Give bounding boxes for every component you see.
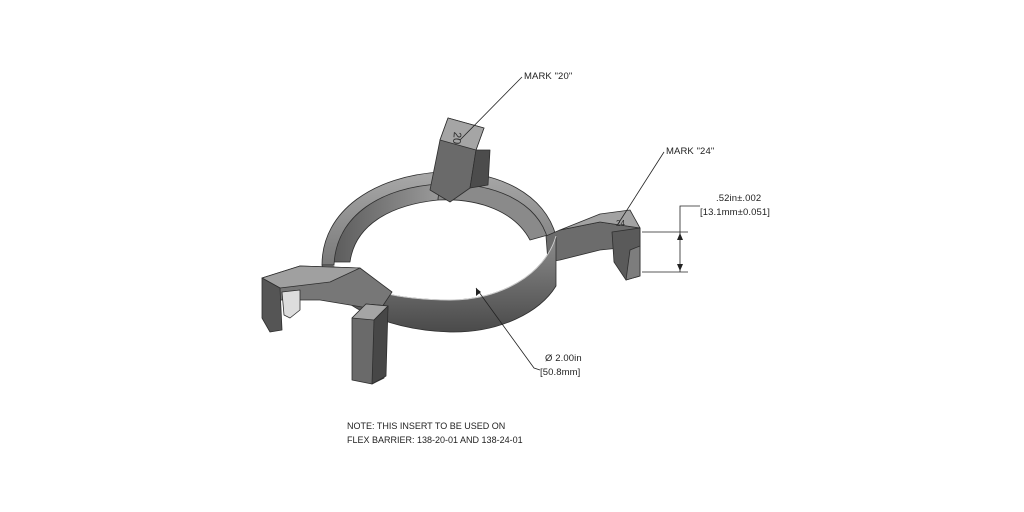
right-hook-face xyxy=(625,245,641,281)
right-arm-top xyxy=(559,209,641,231)
arrow-bottom xyxy=(677,264,683,271)
engraved-mark-20: 20 xyxy=(450,131,463,144)
left-hook xyxy=(261,277,283,333)
usage-note-line-1: NOTE: THIS INSERT TO BE USED ON xyxy=(347,421,506,431)
dim-arrows xyxy=(476,233,683,296)
usage-note: NOTE: THIS INSERT TO BE USED ON FLEX BAR… xyxy=(347,419,523,447)
dim-height-mm: [13.1mm±0.051] xyxy=(700,207,770,218)
left-hook-inner xyxy=(281,289,301,319)
arrow-diameter xyxy=(476,288,481,296)
dim-height-inch: .52in±.002 xyxy=(716,193,762,204)
clip-insert-part xyxy=(261,117,641,385)
usage-note-line-2: FLEX BARRIER: 138-20-01 AND 138-24-01 xyxy=(347,435,523,445)
engraved-mark-24: 24 xyxy=(616,219,625,228)
left-upper-arm-side xyxy=(469,149,491,189)
arrow-top xyxy=(677,233,683,240)
leader-diameter xyxy=(475,287,541,371)
leader-mark-24 xyxy=(617,151,665,225)
callout-mark-20: MARK "20" xyxy=(524,71,573,82)
dim-diameter-mm: [50.8mm] xyxy=(540,367,581,378)
callout-mark-24: MARK "24" xyxy=(666,146,715,157)
leader-mark-20 xyxy=(459,76,523,141)
dim-diameter-inch: Ø 2.00in xyxy=(545,353,582,364)
left-upper-arm-top xyxy=(439,117,485,151)
dim-height-leader xyxy=(679,205,700,232)
front-tab-side xyxy=(371,305,389,385)
